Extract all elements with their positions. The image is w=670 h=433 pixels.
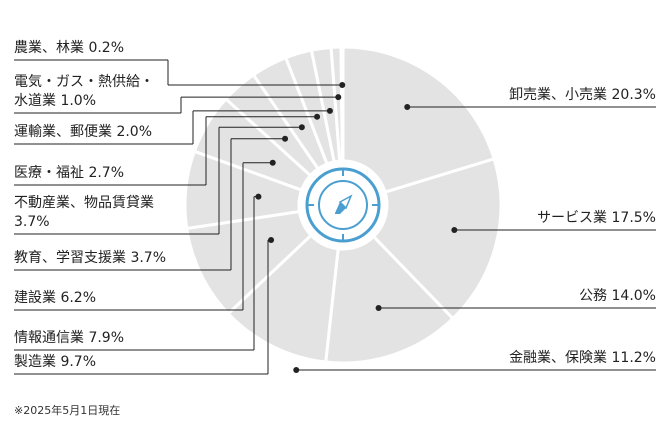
slice-label: 金融業、保険業 11.2% <box>509 348 656 368</box>
slice-label-line: 建設業 6.2% <box>14 290 97 306</box>
pie-slice <box>341 45 496 195</box>
slice-label-line: 教育、学習支援業 3.7% <box>14 250 167 266</box>
slice-label: 電気・ガス・熱供給・水道業 1.0% <box>14 73 154 111</box>
pie-slice <box>226 233 340 364</box>
slice-label-line: 金融業、保険業 11.2% <box>509 350 656 366</box>
slice-label: 情報通信業 7.9% <box>14 329 124 348</box>
slice-label: 運輸業、郵便業 2.0% <box>14 123 152 142</box>
slice-label-line: 農業、林業 0.2% <box>14 40 125 56</box>
slice-label-line: 3.7% <box>14 214 50 230</box>
slice-label-line: 公務 14.0% <box>579 288 656 304</box>
slice-label: 農業、林業 0.2% <box>14 39 124 58</box>
pie-slice <box>339 45 345 163</box>
slice-label-line: 水道業 1.0% <box>14 93 97 109</box>
slice-label: 製造業 9.7% <box>14 353 96 372</box>
slice-label: 公務 14.0% <box>579 286 656 306</box>
date-note: ※2025年5月1日現在 <box>14 404 121 417</box>
slice-label-line: 電気・ガス・熱供給・ <box>14 74 154 90</box>
slice-label: 不動産業、物品賃貸業 3.7% <box>14 194 154 232</box>
pie-slice <box>185 209 314 316</box>
pie-slice <box>371 156 503 321</box>
slice-label-line: 情報通信業 7.9% <box>14 330 125 346</box>
slice-label: 教育、学習支援業 3.7% <box>14 249 166 268</box>
slice-label-line: 医療・福祉 2.7% <box>14 165 125 181</box>
slice-label: サービス業 17.5% <box>537 208 656 228</box>
slice-label-line: 卸売業、小売業 20.3% <box>509 87 656 103</box>
slice-label-line: 運輸業、郵便業 2.0% <box>14 124 153 140</box>
slice-label-line: 不動産業、物品賃貸業 <box>14 195 154 211</box>
slice-label: 医療・福祉 2.7% <box>14 164 124 183</box>
pie-slice <box>324 234 455 365</box>
compass-icon <box>305 167 381 243</box>
slice-label-line: サービス業 17.5% <box>537 210 656 226</box>
slice-label: 建設業 6.2% <box>14 289 96 308</box>
slice-label-line: 製造業 9.7% <box>14 354 97 370</box>
slice-label: 卸売業、小売業 20.3% <box>509 85 656 105</box>
